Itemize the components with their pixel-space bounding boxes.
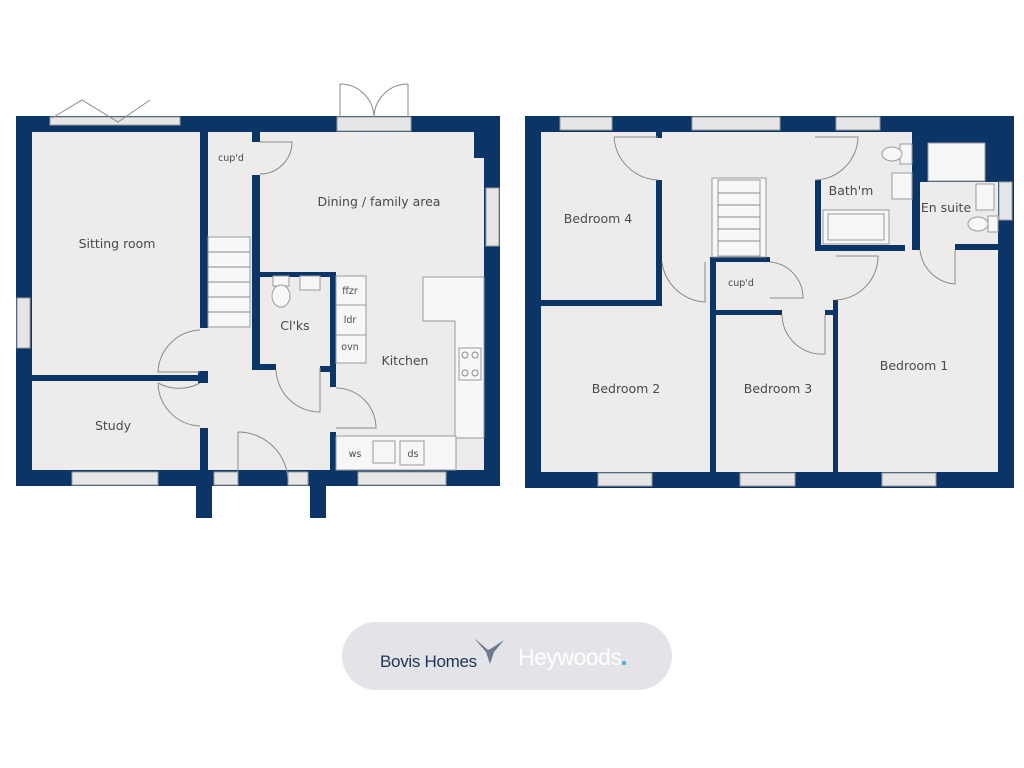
room-label-cupboard-first: cup'd [728, 278, 754, 289]
room-label-cupboard: cup'd [218, 153, 244, 164]
room-label-bedroom3: Bedroom 3 [744, 381, 812, 396]
fixture-label-ds: ds [408, 449, 419, 460]
room-label-bedroom1: Bedroom 1 [880, 358, 948, 373]
bovis-homes-logo: Bovis Homes [380, 652, 477, 671]
brand-logo-banner: Bovis Homes Heywoods [342, 622, 672, 690]
ground-staircase [207, 236, 251, 328]
bird-logo-icon [474, 638, 504, 664]
fixture-label-ws: ws [349, 449, 362, 460]
room-label-bedroom4: Bedroom 4 [564, 211, 633, 226]
room-label-bathroom: Bath'm [829, 183, 874, 198]
room-label-bedroom2: Bedroom 2 [592, 381, 660, 396]
first-floor-staircase [711, 177, 767, 258]
room-label-sitting-room: Sitting room [79, 236, 156, 251]
fixture-label-ffzr: ffzr [342, 286, 358, 297]
room-label-study: Study [95, 418, 132, 433]
first-floor-plan: Bedroom 4 Bedroom 2 Bedroom 3 Bedroom 1 … [525, 116, 1014, 488]
room-label-dining: Dining / family area [318, 194, 441, 209]
room-label-en-suite: En suite [921, 200, 972, 215]
fixture-label-ldr: ldr [344, 315, 357, 326]
room-label-cloakroom: Cl'ks [280, 318, 309, 333]
heywoods-logo: Heywoods [518, 644, 627, 671]
room-label-kitchen: Kitchen [382, 353, 429, 368]
fixture-label-ovn: ovn [341, 342, 358, 353]
accent-dot-icon [622, 661, 627, 665]
ground-floor-plan: Sitting room Study Dining / family area … [16, 83, 500, 518]
